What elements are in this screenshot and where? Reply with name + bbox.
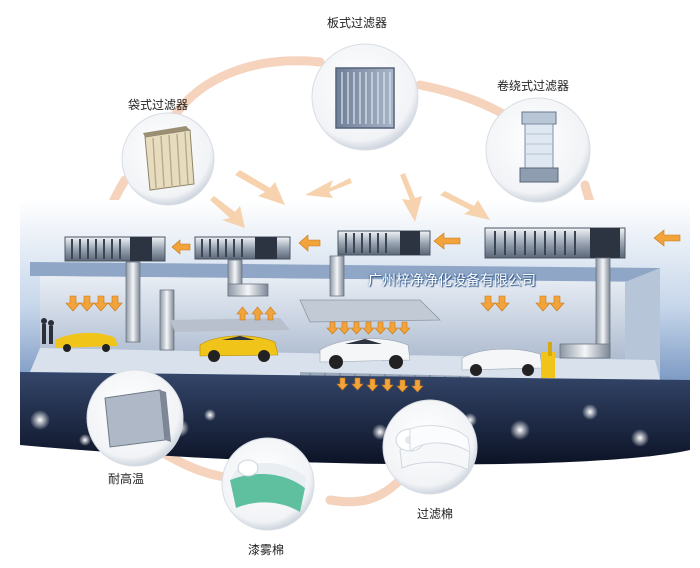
- company-watermark: 广州梓净净化设备有限公司: [368, 273, 536, 289]
- car-yellow-center: [199, 335, 279, 362]
- people-figures: [41, 318, 54, 344]
- floor-light-reflections: [30, 404, 649, 447]
- cars: [41, 318, 555, 378]
- car-yellow-left: [55, 332, 118, 352]
- filter-plate-circle: [311, 43, 419, 151]
- label-bag-filter: 袋式过滤器: [128, 98, 189, 112]
- ductwork: [125, 255, 611, 359]
- label-paint-mist: 漆雾棉: [248, 543, 285, 557]
- filter-heat-resistant-circle: [86, 369, 184, 467]
- car-white-center: [319, 338, 411, 369]
- label-filter-cotton: 过滤棉: [417, 507, 454, 521]
- filter-bag-circle: [121, 112, 215, 206]
- ceiling-plenums: [170, 299, 441, 332]
- ahu-unit-4: [484, 227, 626, 259]
- airflow-arrows: [65, 229, 681, 393]
- filter-paint-mist-circle: [221, 437, 315, 531]
- label-heat-resistant: 耐高温: [108, 472, 145, 486]
- ahu-unit-1: [64, 236, 166, 262]
- air-handling-units: [64, 227, 626, 262]
- filter-cotton-circle: [382, 399, 478, 495]
- label-roll-filter: 卷绕式过滤器: [497, 79, 570, 93]
- label-plate-filter: 板式过滤器: [327, 16, 388, 30]
- filter-flow-arrows: [210, 170, 490, 228]
- ahu-unit-2: [194, 236, 291, 260]
- ahu-unit-3: [337, 230, 431, 256]
- painting-robot: [541, 342, 555, 378]
- filter-roll-circle: [485, 97, 591, 203]
